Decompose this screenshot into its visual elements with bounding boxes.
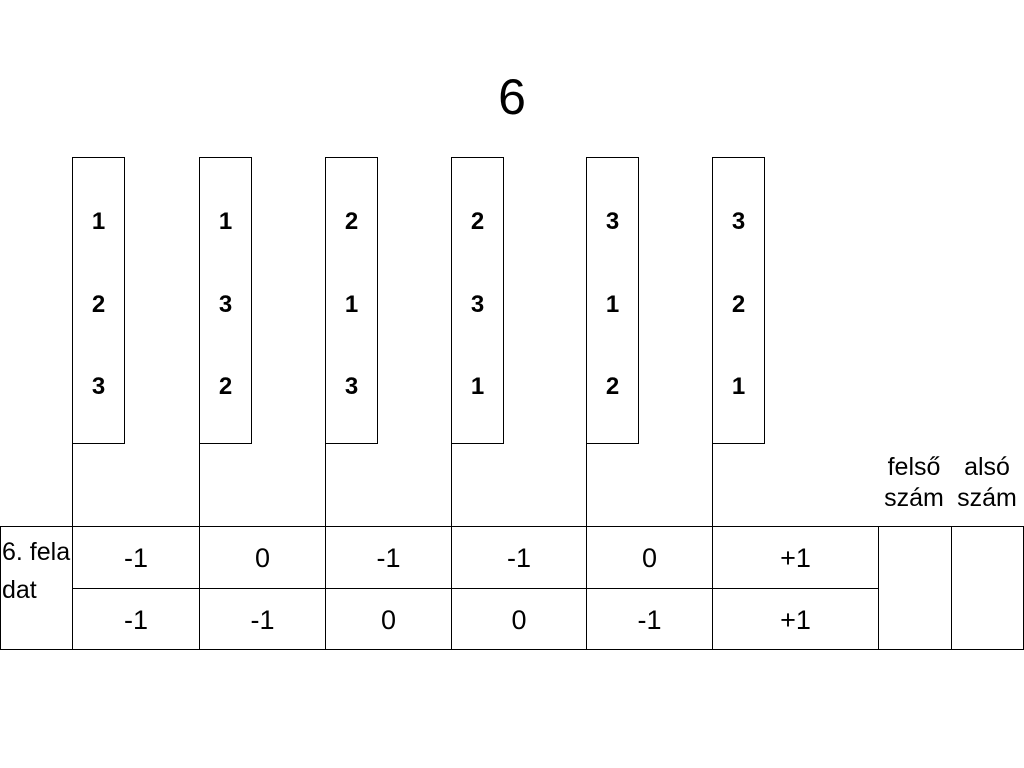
connector-line <box>72 444 73 526</box>
table-cell: -1 <box>506 543 531 573</box>
table-cell: 0 <box>254 543 271 573</box>
table-column-divider <box>325 526 326 650</box>
table-column-divider <box>712 526 713 650</box>
table-cell: -1 <box>123 543 148 573</box>
card-digit: 2 <box>218 373 233 400</box>
table-column-divider <box>451 526 452 650</box>
permutation-card: 3 1 2 <box>586 157 639 444</box>
table-column-divider <box>199 526 200 650</box>
table-column-divider <box>586 526 587 650</box>
permutation-card: 3 2 1 <box>712 157 765 444</box>
card-digit: 2 <box>605 373 620 400</box>
table-cell: -1 <box>376 543 401 573</box>
card-digit: 2 <box>731 291 746 318</box>
connector-line <box>325 444 326 526</box>
connector-line <box>712 444 713 526</box>
table-border-left <box>0 526 1 650</box>
card-digit: 2 <box>344 208 359 235</box>
table-column-divider <box>951 526 952 650</box>
card-digit: 3 <box>470 291 485 318</box>
card-digit: 1 <box>731 373 746 400</box>
row-label: 6. feladat <box>2 538 71 604</box>
connector-line <box>199 444 200 526</box>
table-cell: 0 <box>511 605 527 635</box>
permutation-card: 2 1 3 <box>325 157 378 444</box>
permutation-card: 1 2 3 <box>72 157 125 444</box>
table-cell: -1 <box>637 605 662 635</box>
table-cell: -1 <box>123 605 148 635</box>
card-digit: 1 <box>91 208 106 235</box>
card-digit: 3 <box>91 373 106 400</box>
permutation-card: 2 3 1 <box>451 157 504 444</box>
card-digit: 1 <box>344 291 359 318</box>
table-border-top <box>0 526 1024 527</box>
card-digit: 3 <box>344 373 359 400</box>
card-digit: 1 <box>218 208 233 235</box>
card-digit: 1 <box>605 291 620 318</box>
table-border-bottom <box>0 649 1024 650</box>
table-row-divider <box>72 588 878 589</box>
table-cell: +1 <box>780 543 811 573</box>
connector-line <box>451 444 452 526</box>
slide-title: 6 <box>498 69 526 125</box>
card-digit: 3 <box>218 291 233 318</box>
table-cell: -1 <box>250 605 275 635</box>
table-column-divider <box>72 526 73 650</box>
card-digit: 3 <box>731 208 746 235</box>
card-digit: 2 <box>91 291 106 318</box>
table-column-divider <box>878 526 879 650</box>
card-digit: 2 <box>470 208 485 235</box>
card-digit: 1 <box>470 373 485 400</box>
permutation-card: 1 3 2 <box>199 157 252 444</box>
table-cell: 0 <box>380 605 397 635</box>
lower-number-header: alsó szám <box>957 453 1017 512</box>
upper-number-header: felső szám <box>884 453 944 512</box>
connector-line <box>586 444 587 526</box>
table-cell: +1 <box>780 605 811 635</box>
card-digit: 3 <box>605 208 620 235</box>
table-cell: 0 <box>641 543 658 573</box>
